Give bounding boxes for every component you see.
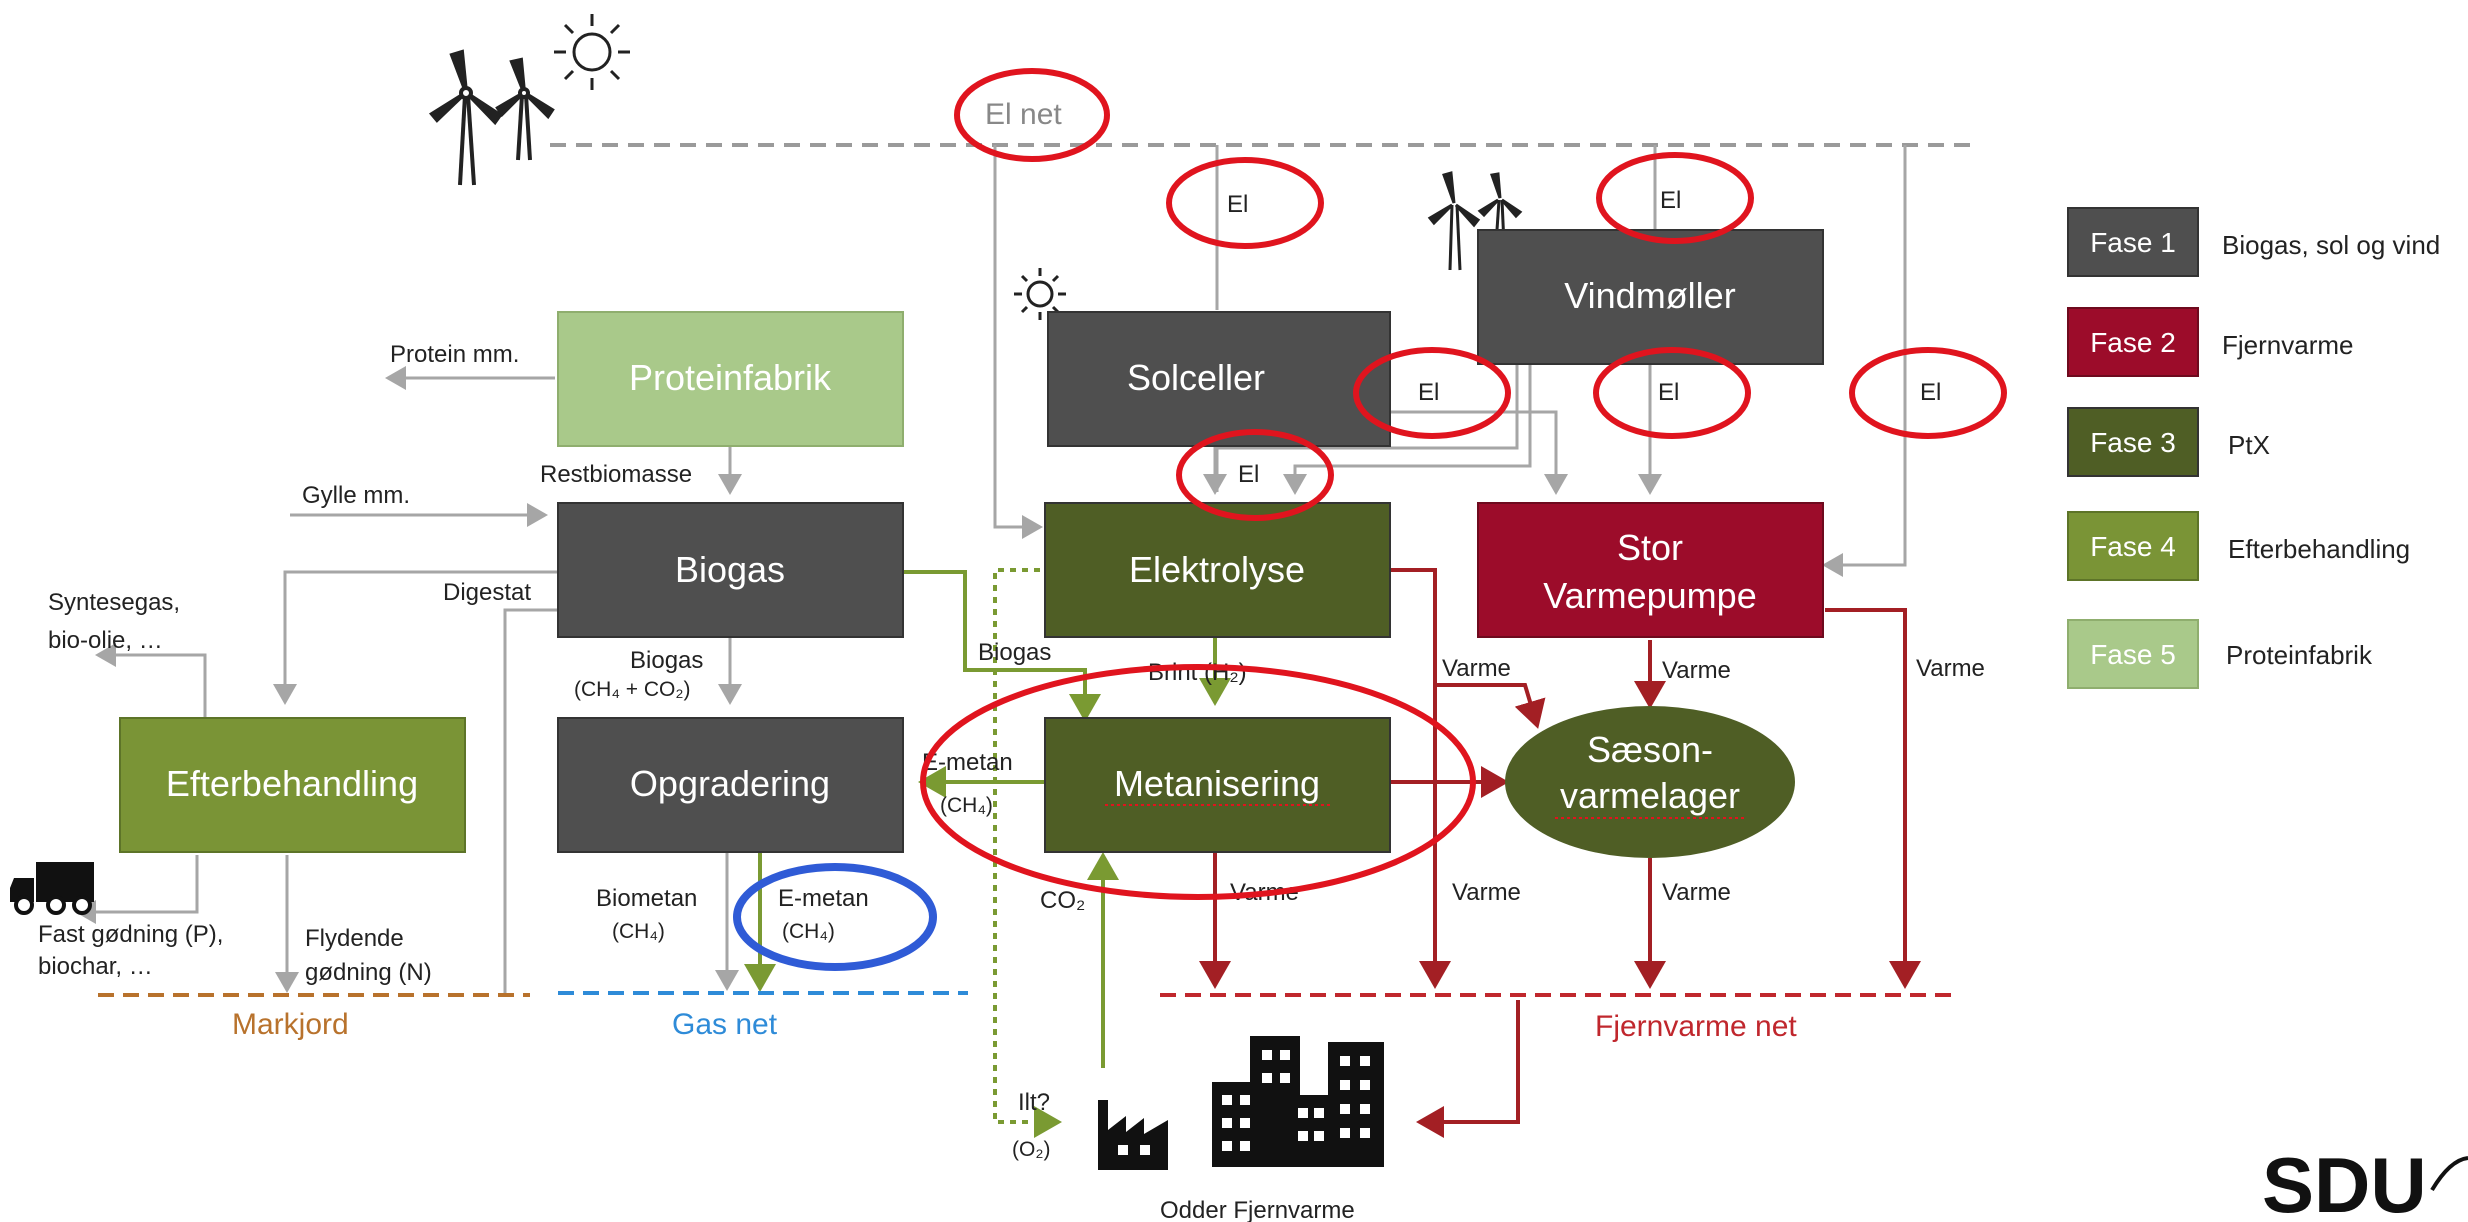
legend-text-1: Biogas, sol og vind — [2222, 230, 2440, 260]
emetan-left-label: E-metan — [922, 749, 1013, 776]
varme-label-varmepumpe: Varme — [1662, 657, 1731, 684]
legend-item-fase-2: Fase 2 Fjernvarme — [2067, 307, 2353, 377]
ilt-label: Ilt? — [1018, 1089, 1050, 1116]
biogas-flow-label: Biogas — [630, 647, 703, 674]
protein-mm-label: Protein mm. — [390, 341, 519, 368]
markjord-label: Markjord — [232, 1008, 349, 1041]
biometan-label: Biometan — [596, 885, 697, 912]
box-vindmoller: Vindmøller — [1477, 229, 1824, 365]
buildings-icon — [1212, 1036, 1384, 1167]
odder-fjernvarme-label: Odder Fjernvarme — [1160, 1197, 1355, 1222]
legend-item-fase-3: Fase 3 PtX — [2067, 407, 2270, 477]
flydende-label-2: gødning (N) — [305, 959, 432, 986]
emetan-highlight — [733, 863, 937, 971]
legend-item-fase-5: Fase 5 Proteinfabrik — [2067, 619, 2373, 689]
gas-net-label: Gas net — [672, 1008, 778, 1041]
grey-flows — [75, 366, 742, 995]
box-elektrolyse: Elektrolyse — [1044, 502, 1391, 638]
sun-icon — [554, 14, 630, 90]
emetan-formula: (CH₄) — [782, 920, 835, 943]
box-proteinfabrik: Proteinfabrik — [557, 311, 904, 447]
box-metanisering-label: Metanisering — [1114, 763, 1320, 804]
el-connections — [993, 145, 1907, 577]
sdu-logo: SDU — [2262, 1141, 2468, 1222]
legend-text-4: Efterbehandling — [2228, 534, 2410, 564]
box-efterbehandling: Efterbehandling — [119, 717, 466, 853]
saeson-label-2: varmelager — [1560, 775, 1740, 816]
digestat-label: Digestat — [443, 579, 531, 606]
ilt-formula: (O₂) — [1012, 1138, 1050, 1161]
varme-label-lager: Varme — [1662, 879, 1731, 906]
fast-godning-label-2: biochar, … — [38, 953, 153, 980]
el-net-label: El net — [985, 98, 1062, 131]
highlight-circles — [920, 68, 2007, 900]
legend-tag-4: Fase 4 — [2090, 531, 2176, 562]
box-efterbehandling-label: Efterbehandling — [166, 763, 418, 804]
gylle-mm-label: Gylle mm. — [302, 482, 410, 509]
legend-text-3: PtX — [2228, 430, 2270, 460]
box-metanisering: Metanisering — [1044, 717, 1391, 853]
emetan-label: E-metan — [778, 885, 869, 912]
varme-label-mid: Varme — [1452, 879, 1521, 906]
legend-text-2: Fjernvarme — [2222, 330, 2353, 360]
sdu-logo-text: SDU — [2262, 1141, 2427, 1222]
biometan-formula: (CH₄) — [612, 920, 665, 943]
box-stor-label: Stor — [1617, 527, 1683, 568]
el-label-elektrolyse: El — [1238, 461, 1259, 488]
legend-tag-2: Fase 2 — [2090, 327, 2176, 358]
legend-tag-1: Fase 1 — [2090, 227, 2176, 258]
box-solceller: Solceller — [1047, 311, 1391, 447]
box-varmepumpe-label: Varmepumpe — [1543, 575, 1756, 616]
varme-label-elektrolyse: Varme — [1442, 655, 1511, 682]
legend-text-5: Proteinfabrik — [2226, 640, 2373, 670]
box-proteinfabrik-label: Proteinfabrik — [629, 357, 832, 398]
heat-flows — [1199, 568, 1921, 1138]
biogas-flow-formula: (CH₄ + CO₂) — [574, 678, 690, 701]
flydende-label-1: Flydende — [305, 925, 404, 952]
box-biogas: Biogas — [557, 502, 904, 638]
syntesegas-label-1: Syntesegas, — [48, 589, 180, 616]
box-opgradering: Opgradering — [557, 717, 904, 853]
truck-icon — [10, 862, 94, 915]
brint-label: Brint (H₂) — [1148, 659, 1247, 686]
legend-item-fase-1: Fase 1 Biogas, sol og vind — [2067, 207, 2440, 277]
box-biogas-label: Biogas — [675, 549, 785, 590]
box-opgradering-label: Opgradering — [630, 763, 830, 804]
co2-label: CO₂ — [1040, 887, 1085, 914]
saeson-label-1: Sæson- — [1587, 729, 1713, 770]
factory-icon — [1098, 1100, 1168, 1170]
el-label-vind: El — [1660, 187, 1681, 214]
fjernvarme-net-label: Fjernvarme net — [1595, 1010, 1797, 1043]
box-stor-varmepumpe: Stor Varmepumpe — [1477, 502, 1824, 638]
el-label-right: El — [1920, 379, 1941, 406]
wind-turbine-icon — [428, 49, 555, 186]
biogas-side-label: Biogas — [978, 639, 1051, 666]
box-vindmoller-label: Vindmøller — [1564, 275, 1735, 316]
box-elektrolyse-label: Elektrolyse — [1129, 549, 1305, 590]
legend-tag-3: Fase 3 — [2090, 427, 2176, 458]
emetan-left-formula: (CH₄) — [940, 794, 993, 817]
fast-godning-label-1: Fast gødning (P), — [38, 921, 223, 948]
el-label-solceller: El — [1227, 191, 1248, 218]
syntesegas-label-2: bio-olie, … — [48, 627, 163, 654]
el-label-vind-low: El — [1658, 379, 1679, 406]
legend: Fase 1 Biogas, sol og vind Fase 2 Fjernv… — [2067, 207, 2440, 689]
varme-label-right: Varme — [1916, 655, 1985, 682]
box-solceller-label: Solceller — [1127, 357, 1265, 398]
legend-tag-5: Fase 5 — [2090, 639, 2176, 670]
legend-item-fase-4: Fase 4 Efterbehandling — [2067, 511, 2410, 581]
el-label-solceller-right: El — [1418, 379, 1439, 406]
saeson-varmelager: Sæson- varmelager — [1505, 706, 1795, 858]
restbiomasse-label: Restbiomasse — [540, 461, 692, 488]
